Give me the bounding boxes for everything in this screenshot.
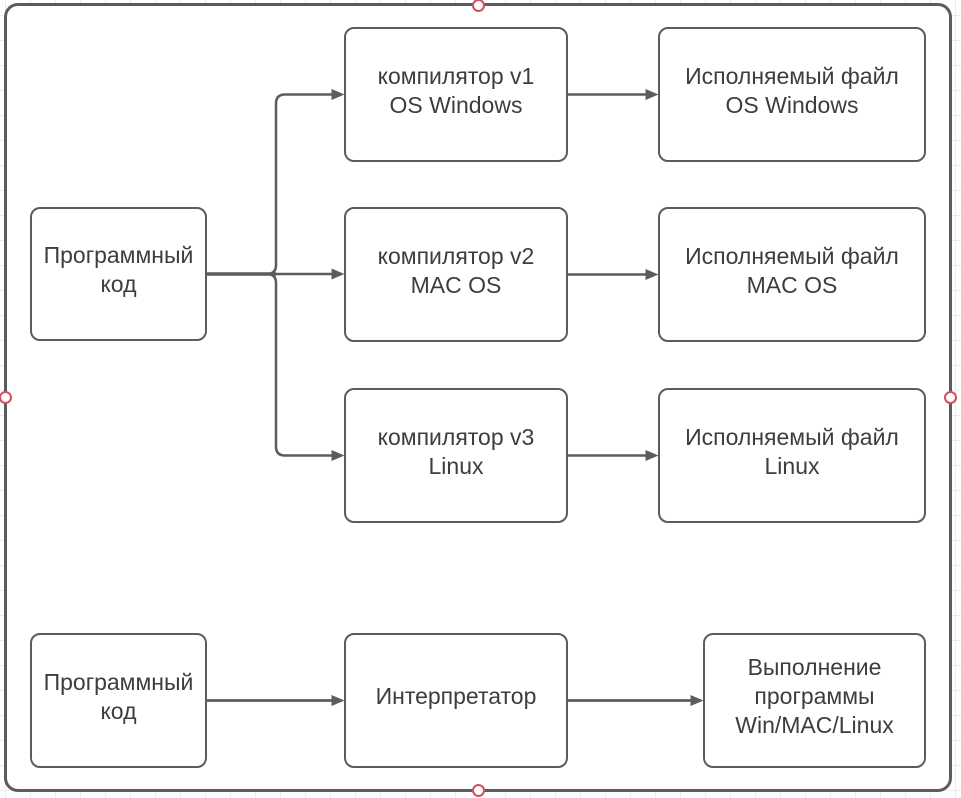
label-line: MAC OS (746, 271, 838, 298)
connection-handle-left[interactable] (0, 390, 12, 404)
label-line: Интерпретатор (375, 683, 537, 709)
label-line: код (100, 271, 137, 297)
node-label: Программный код (32, 241, 205, 307)
label-line: Исполняемый файл (685, 423, 899, 450)
label-line: OS Windows (389, 91, 523, 118)
node-label: Программный код (32, 668, 205, 734)
connection-handle-top[interactable] (471, 0, 485, 12)
node-source-code-bottom[interactable]: Программный код (30, 633, 207, 768)
label-line: Linux (428, 452, 484, 479)
edge-source-to-compiler-v1[interactable] (207, 89, 345, 276)
node-label: Исполняемый файл OS Windows (660, 62, 924, 128)
node-compiler-v3[interactable]: компилятор v3 Linux (344, 388, 568, 523)
node-label: компилятор v2 MAC OS (346, 242, 566, 308)
label-line: компилятор v2 (377, 242, 535, 269)
connection-handle-right[interactable] (943, 390, 957, 404)
label-line: компилятор v1 (377, 62, 535, 89)
node-label: компилятор v3 Linux (346, 423, 566, 489)
node-interpreter[interactable]: Интерпретатор (344, 633, 568, 768)
node-executable-windows[interactable]: Исполняемый файл OS Windows (658, 27, 926, 162)
node-compiler-v1[interactable]: компилятор v1 OS Windows (344, 27, 568, 162)
node-label: компилятор v1 OS Windows (346, 62, 566, 128)
node-executable-linux[interactable]: Исполняемый файл Linux (658, 388, 926, 523)
label-line: MAC OS (410, 271, 502, 298)
label-line: компилятор v3 (377, 423, 535, 450)
connection-handle-bottom[interactable] (471, 783, 485, 797)
node-source-code-top[interactable]: Программный код (30, 207, 207, 341)
label-line: Выполнение (747, 654, 882, 680)
node-label: Исполняемый файл Linux (660, 423, 924, 489)
label-line: Исполняемый файл (685, 242, 899, 269)
label-line: Программный (43, 242, 194, 268)
node-program-execution[interactable]: Выполнение программы Win/MAC/Linux (703, 633, 926, 768)
node-label: Исполняемый файл MAC OS (660, 242, 924, 308)
node-compiler-v2[interactable]: компилятор v2 MAC OS (344, 207, 568, 342)
label-line: программы (754, 683, 875, 709)
edge-source-to-compiler-v3[interactable] (207, 272, 345, 461)
label-line: Исполняемый файл (685, 62, 899, 89)
label-line: OS Windows (725, 91, 859, 118)
label-line: код (100, 697, 137, 724)
label-line: Win/MAC/Linux (735, 712, 894, 738)
node-label: Выполнение программы Win/MAC/Linux (705, 653, 924, 748)
node-executable-mac[interactable]: Исполняемый файл MAC OS (658, 207, 926, 342)
label-line: Linux (764, 452, 820, 479)
node-label: Интерпретатор (346, 682, 566, 719)
label-line: Программный (43, 668, 194, 695)
